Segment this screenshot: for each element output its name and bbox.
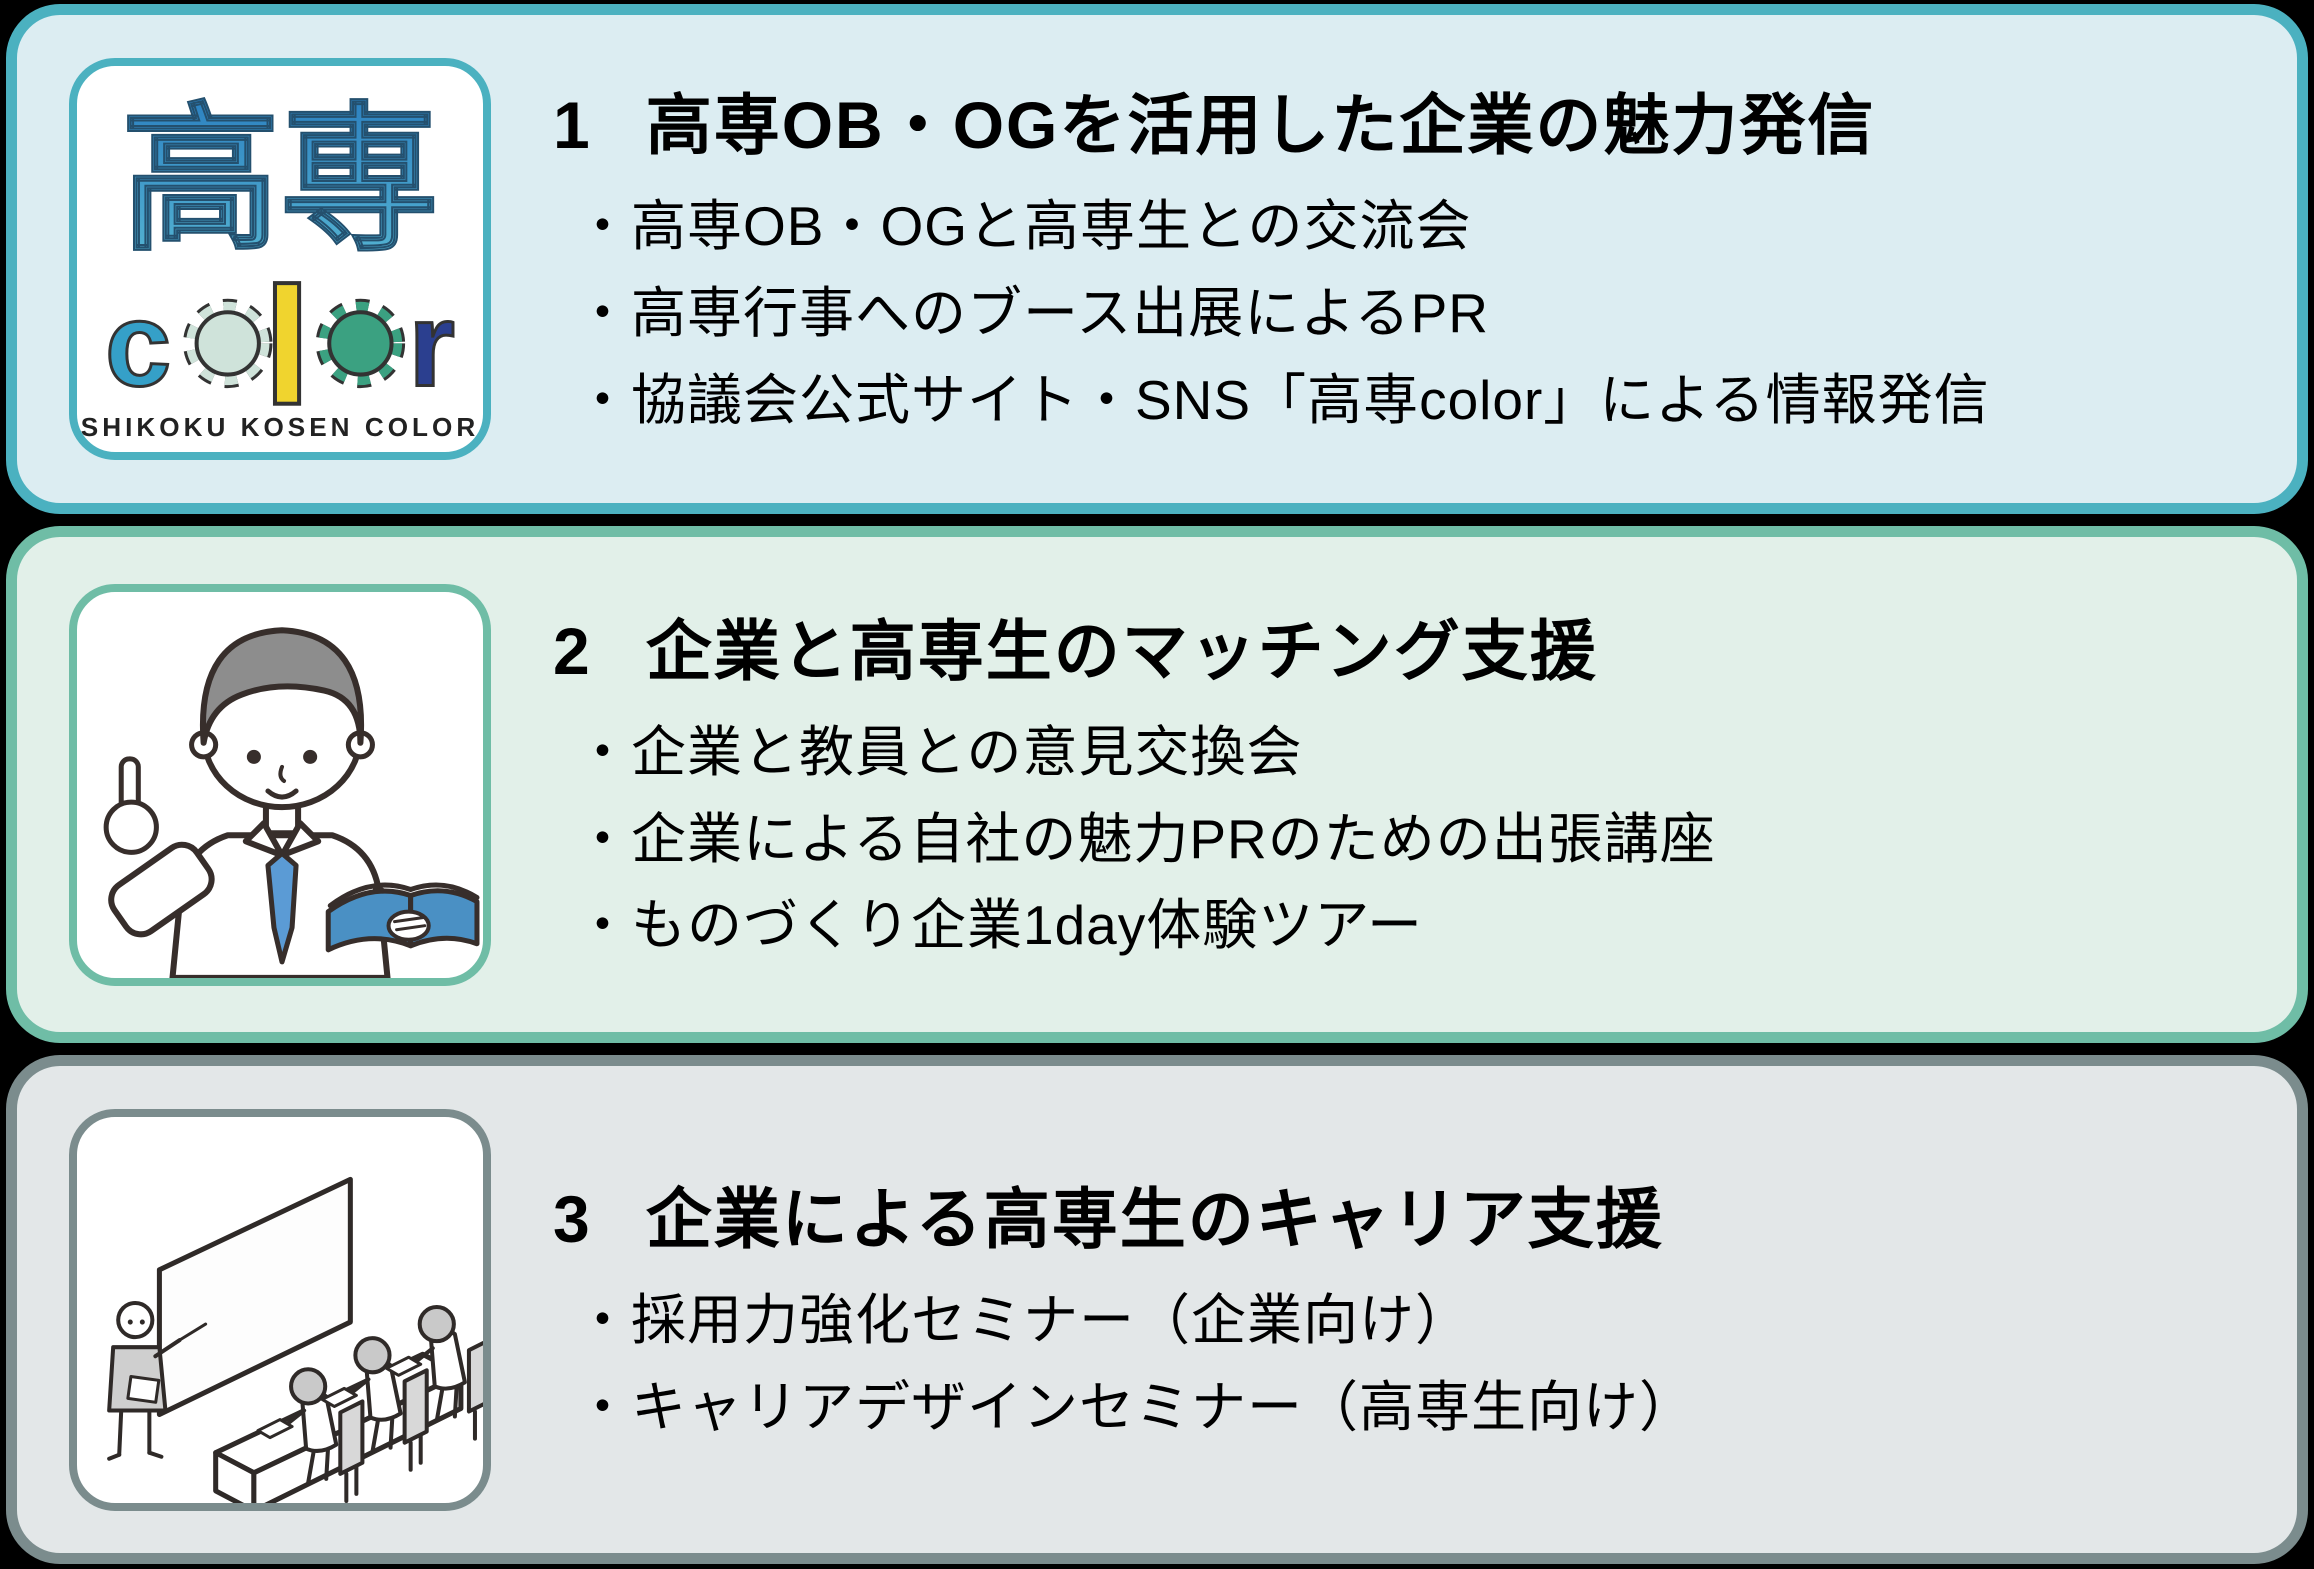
bullet-item: ・キャリアデザインセミナー（高専生向け）: [575, 1375, 1696, 1438]
fist: [103, 799, 159, 855]
program-box-1: 高専 c r SHIKOKU KOSEN COLOR: [6, 4, 2308, 514]
section-number: 1: [553, 88, 592, 163]
logo-kanji: 高専: [121, 91, 439, 269]
teacher-card: [69, 583, 491, 986]
gear-icon: [183, 298, 273, 389]
program-box-2: 2 企業と高専生のマッチング支援 ・企業と教員との意見交換会 ・企業による自社の…: [6, 526, 2308, 1043]
section-title: 企業による高専生のキャリア支援: [645, 1182, 1664, 1257]
section-heading: 1 高専OB・OGを活用した企業の魅力発信: [553, 88, 2251, 164]
tie: [265, 850, 299, 964]
section-title: 高専OB・OGを活用した企業の魅力発信: [645, 88, 1876, 163]
section-content: 1 高専OB・OGを活用した企業の魅力発信 ・高専OB・OGと高専生との交流会 …: [491, 88, 2251, 429]
classroom-illustration: [107, 1176, 483, 1503]
section-content: 2 企業と高専生のマッチング支援 ・企業と教員との意見交換会 ・企業による自社の…: [491, 614, 2251, 955]
section-bullets: ・高専OB・OGと高専生との交流会 ・高専行事へのブース出展によるPR ・協議会…: [575, 198, 2251, 429]
teacher-illustration: [103, 626, 480, 978]
section-number: 3: [553, 1182, 592, 1257]
logo-letter-r: r: [409, 280, 455, 412]
bullet-item: ・高専行事へのブース出展によるPR: [575, 282, 1490, 345]
bullet-item: ・高専OB・OGと高専生との交流会: [575, 195, 1472, 258]
section-bullets: ・採用力強化セミナー（企業向け） ・キャリアデザインセミナー（高専生向け）: [575, 1289, 2251, 1438]
section-number: 2: [553, 613, 592, 688]
gear-icon: [315, 298, 406, 389]
section-heading: 3 企業による高専生のキャリア支援: [553, 1182, 2251, 1258]
program-box-3: 3 企業による高専生のキャリア支援 ・採用力強化セミナー（企業向け） ・キャリア…: [6, 1055, 2308, 1564]
section-heading: 2 企業と高専生のマッチング支援: [553, 614, 2251, 690]
bullet-item: ・企業による自社の魅力PRのための出張講座: [575, 807, 1716, 870]
bullet-item: ・企業と教員との意見交換会: [575, 720, 1303, 783]
classroom-card: [69, 1108, 491, 1511]
logo-card: 高専 c r SHIKOKU KOSEN COLOR: [69, 58, 491, 460]
presenter: [107, 1300, 208, 1461]
logo-bar-l: [272, 281, 302, 406]
bullet-item: ・採用力強化セミナー（企業向け）: [575, 1289, 1472, 1352]
section-title: 企業と高専生のマッチング支援: [645, 613, 1598, 688]
hair: [199, 626, 365, 746]
section-bullets: ・企業と教員との意見交換会 ・企業による自社の魅力PRのための出張講座 ・ものづ…: [575, 720, 2251, 957]
logo-caption: SHIKOKU KOSEN COLOR: [81, 412, 479, 442]
logo-letter-c: c: [105, 280, 171, 412]
kosen-color-logo: 高専 c r SHIKOKU KOSEN COLOR: [81, 90, 479, 442]
bullet-item: ・ものづくり企業1day体験ツアー: [575, 894, 1423, 957]
section-content: 3 企業による高専生のキャリア支援 ・採用力強化セミナー（企業向け） ・キャリア…: [491, 1182, 2251, 1436]
bullet-item: ・協議会公式サイト・SNS「高専color」による情報発信: [575, 368, 1990, 431]
